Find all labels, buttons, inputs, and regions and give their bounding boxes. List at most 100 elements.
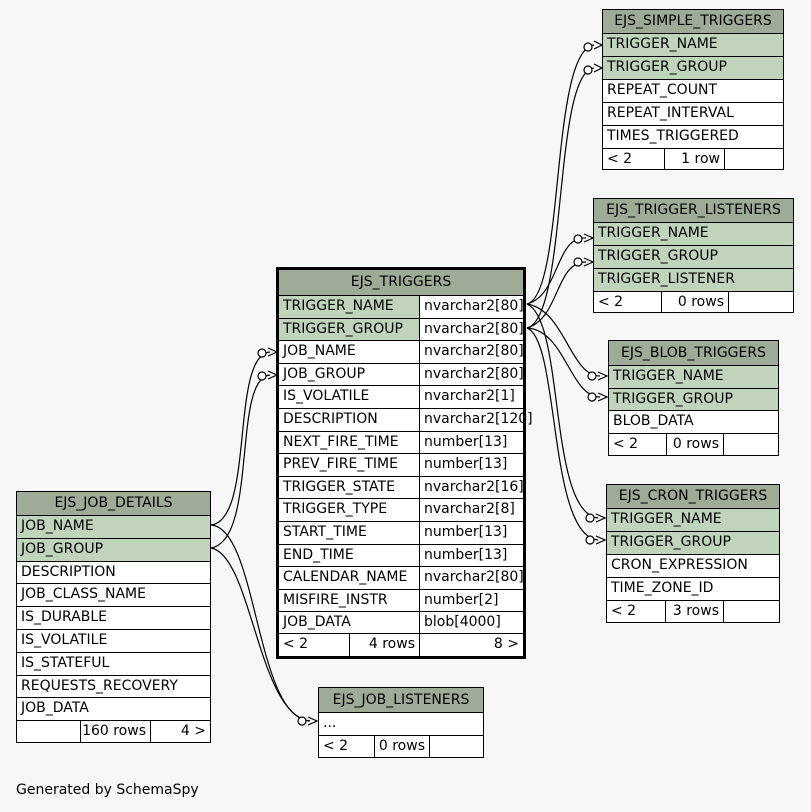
table-title[interactable]: EJS_TRIGGER_LISTENERS [594,199,793,222]
parents-link[interactable]: < 2 [607,151,633,167]
column-name: TRIGGER_NAME [611,511,722,527]
table-ejs-trigger-listeners[interactable]: EJS_TRIGGER_LISTENERS TRIGGER_NAME TRIGG… [593,198,794,313]
column-name: TRIGGER_NAME [613,368,724,384]
column-row[interactable]: JOB_CLASS_NAME [17,583,210,606]
parents-link[interactable]: < 2 [323,738,349,754]
column-row[interactable]: TRIGGER_NAME [607,508,779,531]
row-count: 1 row [664,149,724,170]
column-name: IS_VOLATILE [279,386,419,408]
children-link[interactable]: 4 > [150,721,210,743]
column-row[interactable]: TRIGGER_NAME [603,33,783,56]
crowfoot-marker [593,40,604,50]
children-link[interactable] [728,292,793,313]
column-name: TRIGGER_NAME [283,298,394,314]
column-row[interactable]: REQUESTS_RECOVERY [17,674,210,698]
table-title[interactable]: EJS_JOB_DETAILS [17,492,210,515]
table-title[interactable]: EJS_JOB_LISTENERS [319,688,483,712]
column-name: REPEAT_COUNT [607,82,717,98]
column-name: REPEAT_INTERVAL [607,105,734,121]
table-ejs-cron-triggers[interactable]: EJS_CRON_TRIGGERS TRIGGER_NAME TRIGGER_G… [606,484,780,623]
parents-link[interactable]: < 2 [283,636,309,652]
column-row[interactable]: TRIGGER_LISTENER [594,268,793,291]
column-name: JOB_DATA [21,700,89,717]
crowfoot-marker [593,63,604,73]
table-ejs-simple-triggers[interactable]: EJS_SIMPLE_TRIGGERS TRIGGER_NAME TRIGGER… [602,9,784,170]
children-link[interactable] [723,434,778,456]
children-link[interactable] [723,601,779,623]
column-row[interactable]: CRON_EXPRESSION [607,554,779,577]
column-row[interactable]: TRIGGER_GROUP [609,388,778,410]
column-row[interactable]: IS_DURABLE [17,606,210,629]
table-footer: < 2 1 row [603,148,783,170]
column-row[interactable]: JOB_GROUP [17,537,210,561]
column-name: JOB_DATA [279,612,419,634]
column-name: JOB_GROUP [279,363,419,386]
column-row[interactable]: JOB_DATA [17,697,210,720]
children-link[interactable]: 8 > [419,634,523,656]
table-title[interactable]: EJS_CRON_TRIGGERS [607,485,779,508]
column-type: number[13] [419,454,523,476]
crowfoot-marker [597,392,609,402]
column-row[interactable]: REPEAT_COUNT [603,79,783,102]
column-row[interactable]: TRIGGER_GROUP [594,245,793,268]
crowfoot-marker [595,535,607,545]
table-footer: < 2 4 rows 8 > [279,633,523,656]
column-name: TRIGGER_GROUP [611,534,731,550]
column-row[interactable]: IS_VOLATILE [17,629,210,652]
column-row[interactable]: JOB_NAME [17,515,210,538]
children-link[interactable] [724,149,783,170]
column-row[interactable]: BLOB_DATA [609,410,778,433]
table-ejs-blob-triggers[interactable]: EJS_BLOB_TRIGGERS TRIGGER_NAME TRIGGER_G… [608,340,779,456]
zero-marker [587,371,597,381]
column-name: IS_STATEFUL [21,654,110,671]
parents-link[interactable]: < 2 [611,603,637,619]
zero-marker [573,234,583,244]
column-row[interactable]: TRIGGER_NAME [609,365,778,388]
column-row[interactable]: TIMES_TRIGGERED [603,125,783,148]
column-row[interactable]: TRIGGER_GROUP [607,531,779,554]
column-row[interactable]: IS_STATEFUL [17,651,210,675]
zero-marker [257,371,267,381]
column-row[interactable]: TRIGGER_NAME [594,222,793,245]
column-row[interactable]: TIME_ZONE_ID [607,577,779,600]
column-name: IS_VOLATILE [21,632,108,648]
column-name: BLOB_DATA [613,413,694,429]
parents-link[interactable]: < 2 [613,436,639,452]
column-row[interactable]: REPEAT_INTERVAL [603,102,783,125]
parents-link[interactable] [17,721,80,743]
table-ejs-job-listeners[interactable]: EJS_JOB_LISTENERS ... < 2 0 rows [318,687,484,758]
column-name: DESCRIPTION [279,409,419,431]
column-type: nvarchar2[16] [419,476,524,499]
column-row[interactable]: TRIGGER_GROUP [603,56,783,79]
table-title[interactable]: EJS_BLOB_TRIGGERS [609,341,778,365]
table-title[interactable]: EJS_TRIGGERS [279,270,523,295]
column-type: nvarchar2[1] [419,386,523,408]
parents-link[interactable]: < 2 [598,294,624,310]
column-name: END_TIME [279,544,419,567]
row-count: 0 rows [666,434,723,456]
column-row[interactable]: ... [319,712,483,735]
column-type: nvarchar2[80] [419,341,524,363]
children-link[interactable] [429,736,483,758]
table-footer: 160 rows 4 > [17,720,210,743]
column-row[interactable]: DESCRIPTION [17,560,210,584]
table-title[interactable]: EJS_SIMPLE_TRIGGERS [603,10,783,33]
